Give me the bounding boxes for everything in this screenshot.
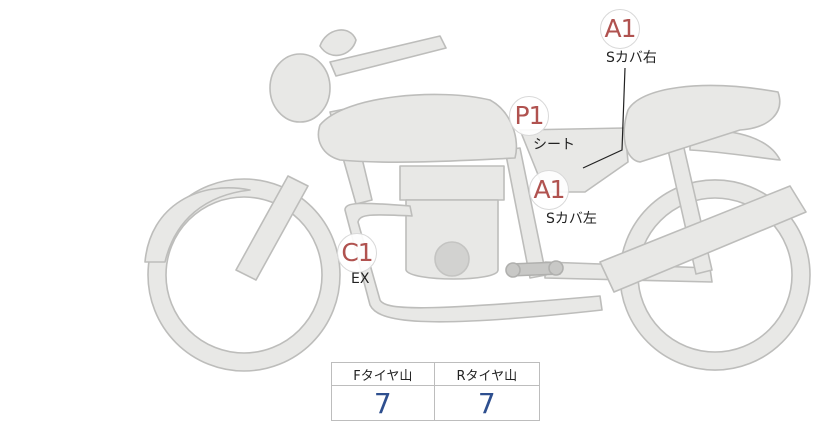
- marker-a1-right-label: Sカバ右: [606, 50, 657, 66]
- marker-c1-exhaust-label: EX: [351, 271, 370, 287]
- rear-tire-header: Rタイヤ山: [433, 362, 541, 386]
- seat: [623, 84, 781, 163]
- tire-table-value-row: 7 7: [331, 385, 541, 421]
- front-fork: [235, 175, 309, 281]
- footpeg-end-left: [505, 262, 521, 278]
- engine-block: [405, 199, 499, 280]
- marker-a1-right-badge: A1: [600, 9, 640, 49]
- front-tire-header: Fタイヤ山: [331, 362, 435, 386]
- headlight: [269, 53, 331, 123]
- handlebar: [329, 35, 447, 77]
- fuel-tank: [317, 93, 518, 163]
- leader-line-a1-right: [582, 67, 626, 169]
- marker-a1-left-badge: A1: [529, 170, 569, 210]
- engine-cover: [434, 241, 470, 277]
- footpeg-end-right: [548, 260, 564, 276]
- rear-tire-value: 7: [433, 385, 541, 421]
- front-fender: [144, 187, 251, 263]
- marker-c1-exhaust-badge: C1: [337, 233, 377, 273]
- marker-p1-seat-badge: P1: [509, 96, 549, 136]
- front-tire-value: 7: [331, 385, 435, 421]
- marker-a1-left-label: Sカバ左: [546, 211, 597, 227]
- muffler: [599, 185, 807, 293]
- front-wheel: [147, 178, 341, 372]
- rear-wheel: [619, 179, 811, 371]
- marker-p1-seat-label: シート: [533, 137, 575, 153]
- tire-table-header-row: Fタイヤ山 Rタイヤ山: [331, 362, 541, 386]
- exhaust-pipe: [344, 202, 603, 323]
- handlebar-grip: [319, 29, 357, 57]
- engine-head: [399, 165, 505, 201]
- tire-tread-table: Fタイヤ山 Rタイヤ山 7 7: [331, 362, 541, 421]
